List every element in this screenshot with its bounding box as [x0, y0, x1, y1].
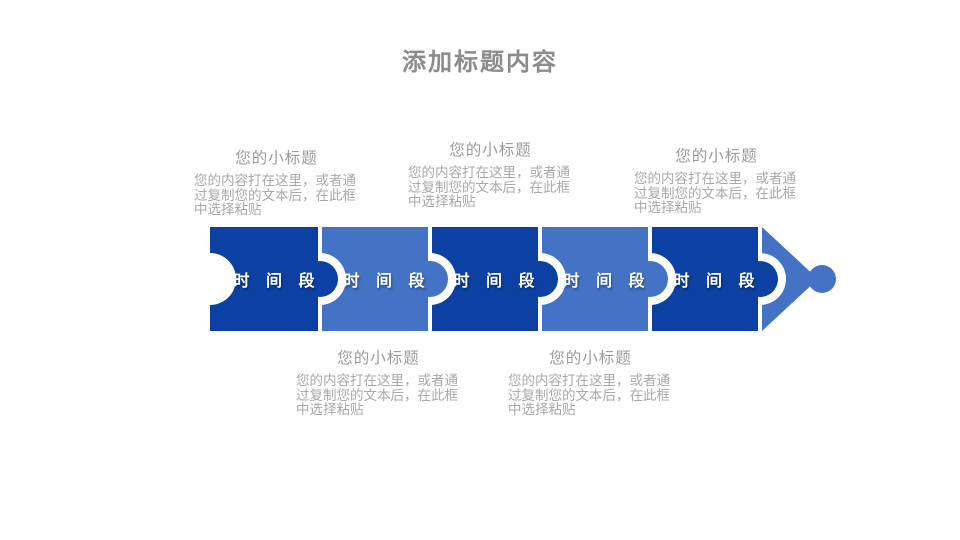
note-body: 您的内容打在这里，或者通过复制您的文本后，在此框中选择粘贴: [408, 165, 570, 209]
note-bottom-2: 您的小标题 您的内容打在这里，或者通过复制您的文本后，在此框中选择粘贴: [508, 350, 673, 418]
junction-tab: [302, 261, 338, 297]
junction-tab: [412, 261, 448, 297]
note-heading: 您的小标题: [675, 148, 758, 165]
segment-label-1: 时 间 段: [233, 273, 321, 290]
note-body: 您的内容打在这里，或者通过复制您的文本后，在此框中选择粘贴: [194, 173, 356, 217]
note-body: 您的内容打在这里，或者通过复制您的文本后，在此框中选择粘贴: [296, 373, 458, 417]
note-body: 您的内容打在这里，或者通过复制您的文本后，在此框中选择粘贴: [634, 171, 796, 215]
note-heading: 您的小标题: [337, 350, 420, 367]
arrowhead-tip-bump-icon: [808, 265, 836, 293]
slide-title: 添加标题内容: [402, 49, 558, 76]
segment-label-3: 时 间 段: [453, 273, 541, 290]
junction-tab: [742, 261, 778, 297]
note-body: 您的内容打在这里，或者通过复制您的文本后，在此框中选择粘贴: [508, 373, 670, 417]
note-heading: 您的小标题: [549, 350, 632, 367]
segment-label-4: 时 间 段: [563, 273, 651, 290]
note-top-1: 您的小标题 您的内容打在这里，或者通过复制您的文本后，在此框中选择粘贴: [194, 150, 359, 218]
note-heading: 您的小标题: [449, 142, 532, 159]
note-heading: 您的小标题: [235, 150, 318, 167]
junction-tab: [632, 261, 668, 297]
note-top-2: 您的小标题 您的内容打在这里，或者通过复制您的文本后，在此框中选择粘贴: [408, 142, 573, 210]
note-top-3: 您的小标题 您的内容打在这里，或者通过复制您的文本后，在此框中选择粘贴: [634, 148, 799, 216]
start-notch: [184, 253, 236, 305]
segment-label-5: 时 间 段: [673, 273, 761, 290]
segment-label-2: 时 间 段: [343, 273, 431, 290]
arrowhead-shape: [762, 227, 818, 331]
note-bottom-1: 您的小标题 您的内容打在这里，或者通过复制您的文本后，在此框中选择粘贴: [296, 350, 461, 418]
junction-tab: [522, 261, 558, 297]
